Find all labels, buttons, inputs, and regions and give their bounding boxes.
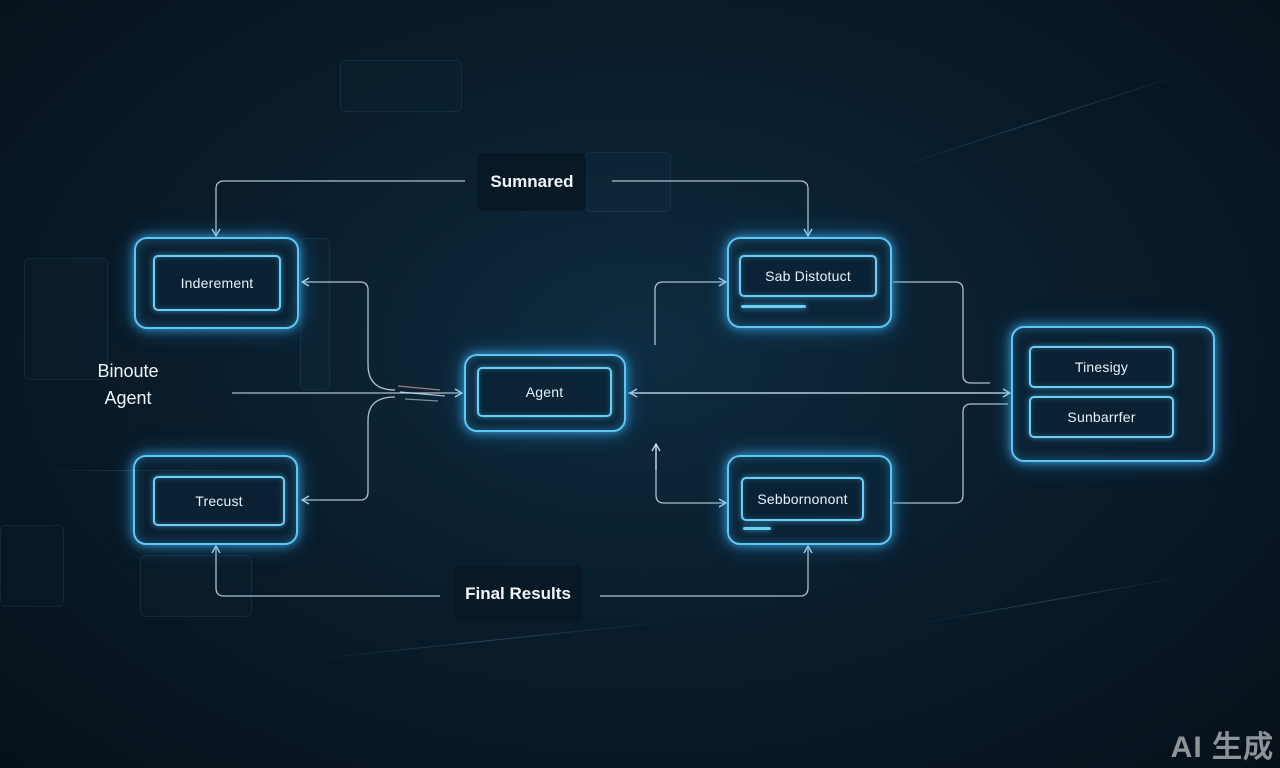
node-trecust-label: Trecust — [195, 493, 243, 509]
connector-to-sab — [654, 277, 728, 345]
watermark: AI 生成 — [1170, 731, 1274, 764]
node-trecust-inner: Trecust — [153, 476, 285, 526]
ghost-panel — [300, 238, 330, 390]
node-inderement-inner: Inderement — [153, 255, 281, 311]
ghost-panel — [140, 555, 252, 617]
final-results-text: Final Results — [465, 584, 571, 603]
connector-bottom-right — [600, 544, 813, 597]
connector-top-left — [211, 180, 465, 238]
node-trecust[interactable]: Trecust — [133, 455, 298, 545]
node-sunbarrfer-label: Sunbarrfer — [1067, 409, 1136, 425]
node-agent[interactable]: Agent — [464, 354, 626, 432]
node-inderement-label: Inderement — [180, 275, 254, 291]
ghost-panel — [340, 60, 462, 112]
node-sebbornonont-inner: Sebbornonont — [741, 477, 864, 521]
connector-to-trecust — [300, 396, 396, 505]
connector-sab-out — [893, 281, 990, 384]
node-sunbarrfer[interactable]: Sunbarrfer — [1029, 396, 1174, 438]
final-results-label: Final Results — [454, 566, 582, 622]
node-tinesigy-label: Tinesigy — [1074, 359, 1129, 375]
ghost-panel — [0, 525, 64, 607]
node-sebbornonont-label: Sebbornonont — [757, 491, 848, 507]
spark — [397, 385, 446, 402]
node-agent-inner: Agent — [477, 367, 612, 417]
node-sab-distotuct-label: Sab Distotuct — [765, 268, 851, 284]
connector-top-right — [612, 180, 813, 238]
connector-to-inderement — [300, 277, 396, 391]
connector-sebb-out — [893, 403, 1008, 504]
node-sebbornonont[interactable]: Sebbornonont — [727, 455, 892, 545]
progress-underline — [741, 305, 806, 308]
node-sab-distotuct-inner: Sab Distotuct — [739, 255, 877, 297]
progress-underline — [743, 527, 771, 530]
ghost-panel — [24, 258, 108, 380]
connector-bottom-left — [211, 544, 440, 597]
node-sab-distotuct[interactable]: Sab Distotuct — [727, 237, 892, 328]
summary-label-text: Sumnared — [490, 172, 574, 191]
node-tinesigy[interactable]: Tinesigy — [1029, 346, 1174, 388]
connector-to-sebb — [655, 446, 728, 508]
node-right-stack[interactable]: Tinesigy Sunbarrfer — [1011, 326, 1215, 462]
side-agent-label: Binoute Agent — [80, 358, 176, 412]
side-label-line-2: Agent — [104, 388, 152, 408]
summary-label: Sumnared — [478, 153, 586, 211]
node-agent-label: Agent — [525, 384, 564, 400]
node-inderement[interactable]: Inderement — [134, 237, 299, 329]
side-label-line-1: Binoute — [97, 361, 159, 381]
